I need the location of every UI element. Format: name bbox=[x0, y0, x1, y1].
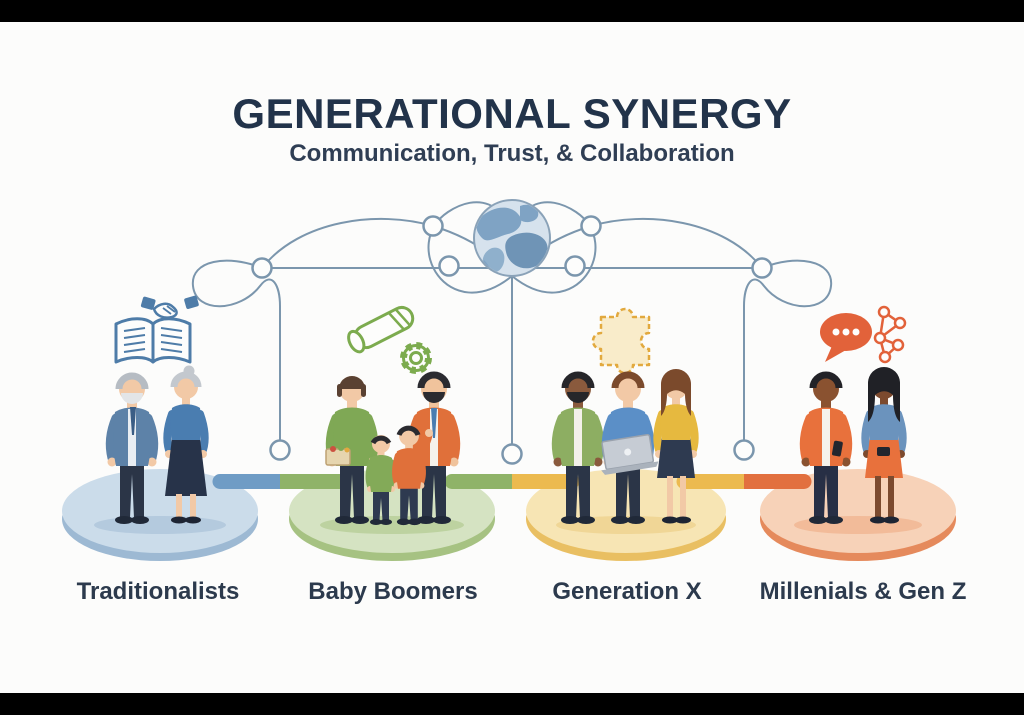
connector-nodes bbox=[251, 215, 773, 465]
infographic-illustration bbox=[62, 199, 956, 561]
group-baby-boomers-figures bbox=[325, 371, 459, 526]
scroll-gear-icon bbox=[347, 305, 432, 374]
chat-network-icon bbox=[820, 305, 907, 364]
infographic-canvas: GENERATIONAL SYNERGY Communication, Trus… bbox=[0, 22, 1024, 693]
label-baby-boomers: Baby Boomers bbox=[308, 578, 478, 605]
puzzle-piece-icon bbox=[591, 307, 651, 375]
label-generation-x: Generation X bbox=[552, 578, 702, 605]
platform-puzzle-links bbox=[212, 474, 812, 489]
group-generation-x-figures bbox=[553, 369, 697, 524]
globe-icon bbox=[473, 199, 551, 277]
phone-prop bbox=[831, 440, 843, 457]
laptop-prop bbox=[601, 433, 659, 475]
label-traditionalists: Traditionalists bbox=[76, 578, 240, 605]
phone-prop bbox=[877, 447, 890, 456]
group-traditionalists-figures bbox=[107, 365, 207, 524]
page-subtitle: Communication, Trust, & Collaboration bbox=[289, 140, 735, 167]
group-millenials-gen-z-figures bbox=[801, 367, 905, 524]
label-millenials-gen-z: Millenials & Gen Z bbox=[759, 578, 967, 605]
book-handshake-icon bbox=[114, 295, 199, 364]
page-title: GENERATIONAL SYNERGY bbox=[232, 90, 792, 137]
